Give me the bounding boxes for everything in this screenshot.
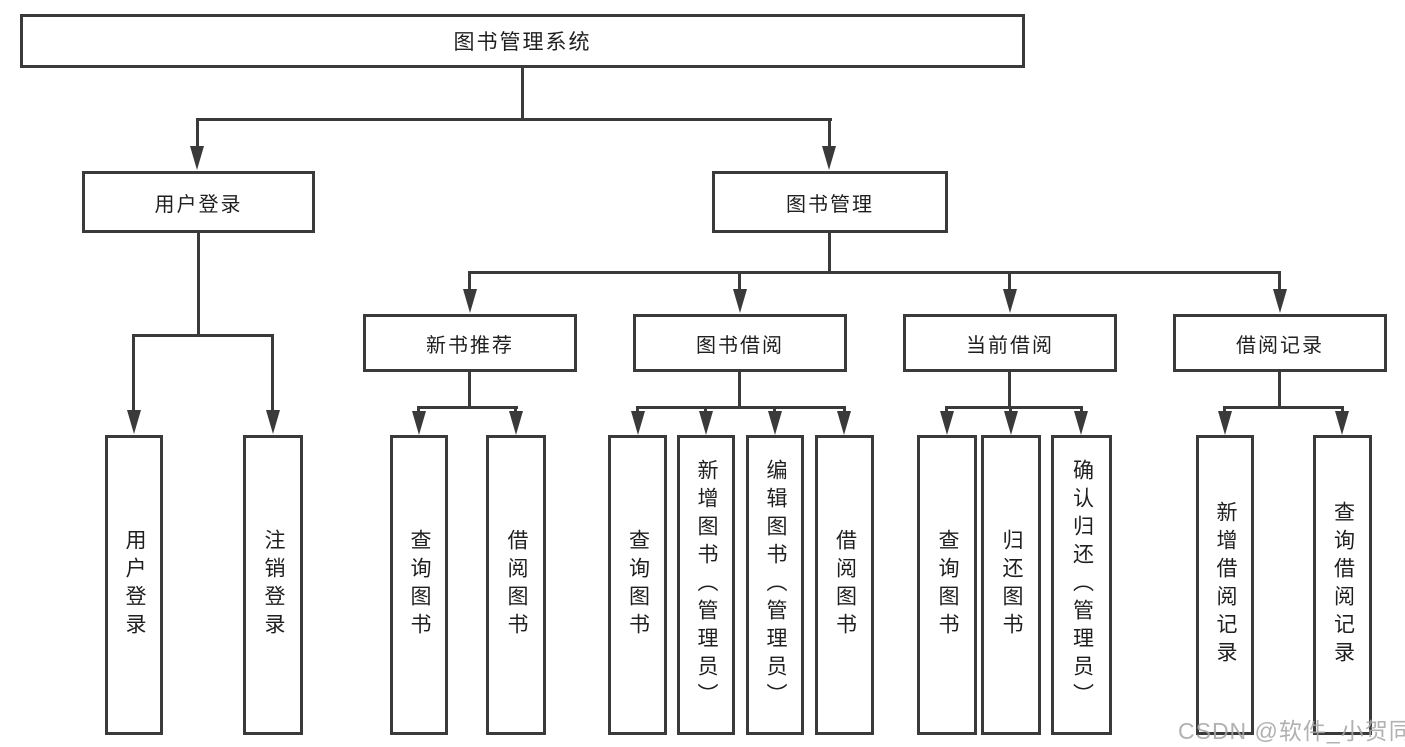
arrowhead-br-add — [1218, 411, 1232, 435]
arrowhead-br-query — [1335, 411, 1349, 435]
edge-to-br-add — [1223, 406, 1226, 414]
leaf-bb-query-books: 查询图书 — [608, 435, 667, 735]
leaf-bb-edit-books-admin: 编辑图书（管理员） — [746, 435, 804, 735]
node-new-book-rec: 新书推荐 — [363, 314, 577, 372]
leaf-cb-confirm-return-admin-label: 确认归还（管理员） — [1070, 459, 1094, 711]
leaf-user-login: 用户登录 — [105, 435, 163, 735]
edge-book-mgmt-rail — [468, 271, 1281, 274]
edge-to-book-borrow — [738, 271, 741, 291]
edge-to-cb-return — [1009, 406, 1012, 414]
edge-to-user-login — [196, 118, 199, 148]
arrowhead-ul-logout — [266, 410, 280, 434]
edge-to-nbr-borrow — [514, 406, 517, 414]
leaf-cb-query-books: 查询图书 — [917, 435, 977, 735]
edge-new-book-rec-trunk — [468, 372, 471, 408]
edge-book-borrow-trunk — [738, 372, 741, 408]
node-user-login-label: 用户登录 — [154, 193, 243, 216]
edge-borrow-record-trunk — [1278, 372, 1281, 408]
node-root-label: 图书管理系统 — [453, 31, 592, 54]
arrowhead-bb-borrow — [837, 411, 851, 435]
leaf-bb-edit-books-admin-label: 编辑图书（管理员） — [764, 459, 787, 711]
edge-to-br-query — [1341, 406, 1344, 414]
node-book-borrow-label: 图书借阅 — [696, 334, 784, 357]
arrowhead-ul-login — [127, 410, 141, 434]
node-borrow-record-label: 借阅记录 — [1236, 334, 1324, 357]
edge-to-cb-confirm — [1080, 406, 1083, 414]
edge-book-borrow-rail — [636, 406, 846, 409]
leaf-cb-return-books-label: 归还图书 — [1000, 529, 1023, 641]
edge-to-nbr-query — [417, 406, 420, 414]
arrowhead-nbr-query — [412, 411, 426, 435]
leaf-user-login-label: 用户登录 — [123, 529, 146, 641]
node-user-login: 用户登录 — [82, 171, 315, 233]
leaf-nbr-borrow-books: 借阅图书 — [486, 435, 546, 735]
edge-to-borrow-record — [1278, 271, 1281, 291]
leaf-br-add-record: 新增借阅记录 — [1196, 435, 1254, 735]
arrowhead-cb-query — [940, 411, 954, 435]
leaf-cb-confirm-return-admin: 确认归还（管理员） — [1051, 435, 1112, 735]
node-book-borrow: 图书借阅 — [633, 314, 847, 372]
node-book-mgmt-label: 图书管理 — [786, 193, 874, 216]
node-current-borrow-label: 当前借阅 — [966, 334, 1054, 357]
edge-current-borrow-trunk — [1008, 372, 1011, 408]
edge-to-bb-add — [704, 406, 707, 414]
arrowhead-nbr-borrow — [509, 411, 523, 435]
leaf-bb-add-books-admin: 新增图书（管理员） — [677, 435, 735, 735]
arrowhead-borrow-record — [1273, 289, 1287, 313]
node-borrow-record: 借阅记录 — [1173, 314, 1387, 372]
edge-root-rail — [196, 118, 832, 121]
edge-borrow-record-rail — [1223, 406, 1344, 409]
edge-to-bb-borrow — [843, 406, 846, 414]
node-book-mgmt: 图书管理 — [712, 171, 948, 233]
leaf-logout: 注销登录 — [243, 435, 303, 735]
edge-to-cb-query — [945, 406, 948, 414]
node-current-borrow: 当前借阅 — [903, 314, 1117, 372]
leaf-bb-query-books-label: 查询图书 — [626, 529, 650, 641]
node-root: 图书管理系统 — [20, 14, 1025, 68]
edge-to-new-book-rec — [468, 271, 471, 291]
leaf-cb-query-books-label: 查询图书 — [936, 529, 959, 641]
leaf-br-query-record: 查询借阅记录 — [1313, 435, 1372, 735]
leaf-nbr-query-books-label: 查询图书 — [408, 529, 431, 641]
edge-to-ul-login — [132, 334, 135, 412]
edge-root-trunk — [521, 68, 524, 120]
edge-current-borrow-rail — [945, 406, 1083, 409]
edge-to-book-mgmt — [828, 118, 831, 148]
csdn-watermark: CSDN @软件_小贺同学 — [1178, 718, 1405, 744]
node-new-book-rec-label: 新书推荐 — [426, 334, 514, 357]
edge-to-current-borrow — [1008, 271, 1011, 291]
arrowhead-book-mgmt — [822, 146, 836, 170]
leaf-nbr-borrow-books-label: 借阅图书 — [505, 529, 528, 641]
leaf-br-add-record-label: 新增借阅记录 — [1214, 501, 1237, 669]
arrowhead-cb-confirm — [1074, 411, 1088, 435]
edge-book-mgmt-trunk — [828, 233, 831, 273]
arrowhead-bb-edit — [768, 411, 782, 435]
arrowhead-book-borrow — [733, 289, 747, 313]
edge-new-book-rec-rail — [417, 406, 518, 409]
edge-to-bb-edit — [773, 406, 776, 414]
edge-user-login-rail — [132, 334, 274, 337]
arrowhead-new-book-rec — [463, 289, 477, 313]
arrowhead-current-borrow — [1003, 289, 1017, 313]
arrowhead-bb-add — [699, 411, 713, 435]
arrowhead-cb-return — [1004, 411, 1018, 435]
leaf-cb-return-books: 归还图书 — [981, 435, 1041, 735]
edge-to-bb-query — [636, 406, 639, 414]
edge-user-login-trunk — [197, 233, 200, 334]
edge-to-ul-logout — [271, 334, 274, 412]
leaf-br-query-record-label: 查询借阅记录 — [1331, 501, 1355, 669]
arrowhead-user-login — [190, 146, 204, 170]
arrowhead-bb-query — [631, 411, 645, 435]
leaf-nbr-query-books: 查询图书 — [390, 435, 448, 735]
leaf-bb-borrow-books: 借阅图书 — [815, 435, 874, 735]
leaf-logout-label: 注销登录 — [262, 529, 285, 641]
leaf-bb-add-books-admin-label: 新增图书（管理员） — [695, 459, 718, 711]
leaf-bb-borrow-books-label: 借阅图书 — [833, 529, 857, 641]
